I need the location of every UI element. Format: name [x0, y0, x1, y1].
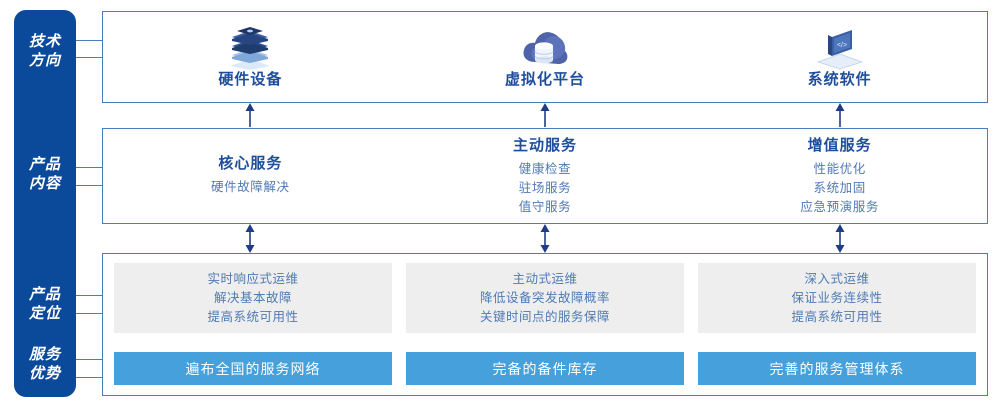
service-title-core: 核心服务: [218, 155, 283, 172]
tech-direction-panel: 硬件设备 虚拟化平台: [102, 11, 988, 103]
advantage-bar-management[interactable]: 完善的服务管理体系: [698, 352, 976, 385]
positioning-card-realtime[interactable]: 实时响应式运维 解决基本故障 提高系统可用性: [114, 263, 392, 333]
positioning-line: 保证业务连续性: [791, 290, 883, 305]
rail-item-product-position: 产品 定位: [14, 285, 76, 323]
service-item: 硬件故障解决: [211, 180, 290, 194]
service-group-core[interactable]: 核心服务 硬件故障解决: [103, 129, 398, 223]
connector-stub: [76, 57, 104, 58]
advantage-bar-network[interactable]: 遍布全国的服务网络: [114, 352, 392, 385]
rail-item-product-content-line1: 产品: [28, 156, 61, 173]
rail-item-service-advantage-line1: 服务: [28, 346, 61, 363]
service-item: 性能优化: [813, 162, 866, 176]
positioning-line: 提高系统可用性: [791, 309, 883, 324]
service-item: 健康检查: [518, 162, 572, 176]
connector-stub: [76, 40, 104, 41]
arrow-up-icon: [833, 103, 847, 128]
connector-stub: [76, 295, 104, 296]
arrow-double-vertical-icon: [243, 224, 257, 253]
positioning-line: 主动式运维: [512, 271, 578, 286]
connector-stub: [76, 359, 104, 360]
svg-text:</>: </>: [837, 42, 847, 49]
positioning-row: 实时响应式运维 解决基本故障 提高系统可用性 主动式运维 降低设备突发故障概率 …: [114, 263, 976, 333]
connector-stub: [76, 313, 104, 314]
positioning-line: 关键时间点的服务保障: [479, 309, 610, 324]
tech-label-virtualization: 虚拟化平台: [505, 70, 586, 88]
tech-label-hardware: 硬件设备: [218, 70, 283, 88]
connector-stub: [76, 167, 104, 168]
advantage-bar-spare-parts[interactable]: 完备的备件库存: [406, 352, 684, 385]
rail-item-product-position-line1: 产品: [28, 286, 61, 303]
arrow-up-icon: [243, 103, 257, 128]
cloud-database-icon: [519, 26, 571, 70]
rail-item-tech-direction-line2: 方向: [28, 52, 61, 69]
positioning-line: 深入式运维: [804, 271, 870, 286]
positioning-line: 提高系统可用性: [207, 309, 299, 324]
positioning-advantage-panel: 实时响应式运维 解决基本故障 提高系统可用性 主动式运维 降低设备突发故障概率 …: [102, 253, 988, 396]
positioning-line: 降低设备突发故障概率: [479, 290, 610, 305]
rail-item-tech-direction: 技术 方向: [14, 32, 76, 70]
category-rail: 技术 方向 产品 内容 产品 定位 服务 优势: [14, 10, 76, 397]
laptop-code-icon: </>: [812, 26, 868, 70]
positioning-card-indepth[interactable]: 深入式运维 保证业务连续性 提高系统可用性: [698, 263, 976, 333]
positioning-line: 解决基本故障: [213, 290, 292, 305]
service-item: 系统加固: [813, 181, 866, 195]
server-stack-icon: [223, 26, 277, 70]
arrow-double-vertical-icon: [538, 224, 552, 253]
product-content-panel: 核心服务 硬件故障解决 主动服务 健康检查 驻场服务 值守服务 增值服务 性能优…: [102, 128, 988, 224]
positioning-card-proactive[interactable]: 主动式运维 降低设备突发故障概率 关键时间点的服务保障: [406, 263, 684, 333]
arrow-double-vertical-icon: [833, 224, 847, 253]
rail-item-product-content-line2: 内容: [28, 175, 61, 192]
service-title-proactive: 主动服务: [513, 137, 578, 154]
advantage-row: 遍布全国的服务网络 完备的备件库存 完善的服务管理体系: [114, 352, 976, 385]
rail-item-service-advantage-line2: 优势: [28, 365, 61, 382]
positioning-line: 实时响应式运维: [207, 271, 299, 286]
tech-card-system-software[interactable]: </> 系统软件: [692, 12, 987, 102]
rail-item-product-position-line2: 定位: [28, 305, 61, 322]
connector-stub: [76, 185, 104, 186]
rail-item-tech-direction-line1: 技术: [28, 33, 61, 50]
service-group-proactive[interactable]: 主动服务 健康检查 驻场服务 值守服务: [398, 129, 693, 223]
tech-card-hardware[interactable]: 硬件设备: [103, 12, 398, 102]
rail-item-service-advantage: 服务 优势: [14, 345, 76, 383]
arrow-up-icon: [538, 103, 552, 128]
service-group-value-added[interactable]: 增值服务 性能优化 系统加固 应急预演服务: [692, 129, 987, 223]
connector-stub: [76, 377, 104, 378]
service-item: 值守服务: [518, 200, 572, 214]
service-title-value-added: 增值服务: [807, 137, 872, 154]
service-item: 驻场服务: [518, 181, 572, 195]
service-item: 应急预演服务: [800, 200, 879, 214]
rail-item-product-content: 产品 内容: [14, 155, 76, 193]
tech-label-system-software: 系统软件: [807, 70, 872, 88]
tech-card-virtualization[interactable]: 虚拟化平台: [398, 12, 693, 102]
